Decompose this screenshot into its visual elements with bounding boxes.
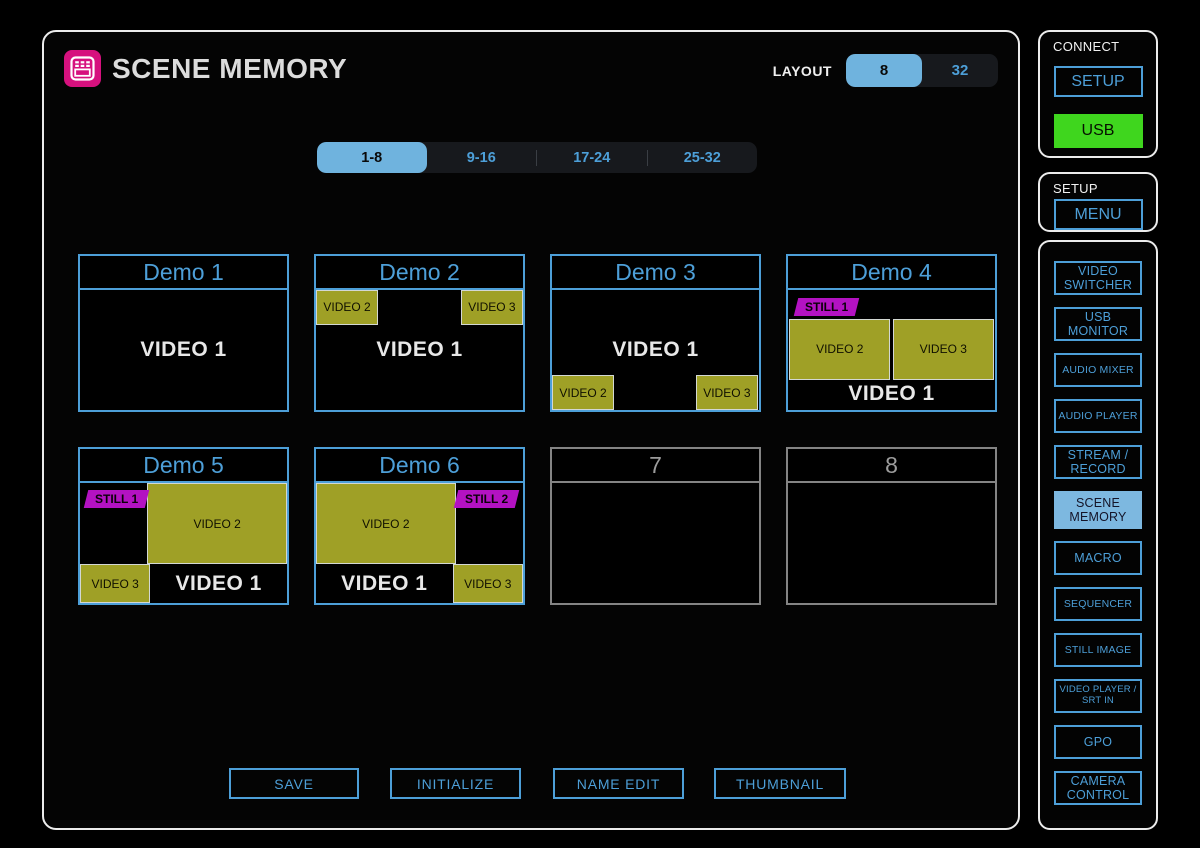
scene-tile-1[interactable]: Demo 1 VIDEO 1 <box>78 254 289 412</box>
setup-group: SETUP MENU <box>1038 172 1158 232</box>
nav-video-player-srt-in[interactable]: VIDEO PLAYER / SRT IN <box>1054 679 1142 713</box>
actions-row: SAVE INITIALIZE NAME EDIT THUMBNAIL <box>44 768 1018 800</box>
nav-camera-control[interactable]: CAMERA CONTROL <box>1054 771 1142 805</box>
nav-group: VIDEO SWITCHER USB MONITOR AUDIO MIXER AUDI… <box>1038 240 1158 830</box>
pip-video-box: VIDEO 2 <box>552 375 615 410</box>
scene-title-7: 7 <box>552 449 759 483</box>
scene-memory-icon <box>64 50 101 87</box>
scene-thumbnail-3: VIDEO 1 VIDEO 2 VIDEO 3 <box>552 290 759 410</box>
nav-gpo[interactable]: GPO <box>1054 725 1142 759</box>
connect-group: CONNECT SETUP USB <box>1038 30 1158 158</box>
setup-group-label: SETUP <box>1053 181 1098 196</box>
nav-macro[interactable]: MACRO <box>1054 541 1142 575</box>
pip-video-box: VIDEO 2 <box>316 483 456 564</box>
nav-audio-player[interactable]: AUDIO PLAYER <box>1054 399 1142 433</box>
nav-scene-memory[interactable]: SCENE MEMORY <box>1054 491 1142 529</box>
scene-tile-2[interactable]: Demo 2 VIDEO 1 VIDEO 2 VIDEO 3 <box>314 254 525 412</box>
nav-video-switcher[interactable]: VIDEO SWITCHER <box>1054 261 1142 295</box>
pip-video-box: VIDEO 3 <box>892 318 994 380</box>
connect-setup-button[interactable]: SETUP <box>1053 66 1143 97</box>
still-badge: STILL 2 <box>453 490 520 509</box>
scene-title-5: Demo 5 <box>80 449 287 483</box>
thumbnail-button[interactable]: THUMBNAIL <box>714 768 846 799</box>
usb-button[interactable]: USB <box>1053 114 1143 148</box>
pip-video-box: VIDEO 3 <box>460 290 523 325</box>
segment-divider <box>646 149 648 166</box>
still-label: STILL 2 <box>464 492 508 507</box>
main-video-label: VIDEO 1 <box>140 338 227 361</box>
scene-thumbnail-7 <box>552 483 759 603</box>
nav-stream-record[interactable]: STREAM / RECORD <box>1054 445 1142 479</box>
pip-video-box: VIDEO 2 <box>316 290 379 325</box>
scene-title-2: Demo 2 <box>316 256 523 290</box>
nav-sequencer[interactable]: SEQUENCER <box>1054 587 1142 621</box>
layout-option-8[interactable]: 8 <box>846 54 922 87</box>
main-video-label: VIDEO 1 <box>341 571 428 595</box>
scene-tile-7[interactable]: 7 <box>550 447 761 605</box>
main-video-label: VIDEO 1 <box>175 571 262 595</box>
initialize-button[interactable]: INITIALIZE <box>390 768 521 799</box>
scene-title-4: Demo 4 <box>788 256 995 290</box>
scene-thumbnail-2: VIDEO 1 VIDEO 2 VIDEO 3 <box>316 290 523 410</box>
scene-title-1: Demo 1 <box>80 256 287 290</box>
save-button[interactable]: SAVE <box>229 768 359 799</box>
scene-page-tabs: 1-8 9-16 17-24 25-32 <box>317 142 757 173</box>
pip-video-box: VIDEO 3 <box>452 564 523 603</box>
scene-tile-3[interactable]: Demo 3 VIDEO 1 VIDEO 2 VIDEO 3 <box>550 254 761 412</box>
scene-thumbnail-1: VIDEO 1 <box>80 290 287 410</box>
still-badge: STILL 1 <box>794 298 860 317</box>
menu-button[interactable]: MENU <box>1053 199 1143 230</box>
page-title: SCENE MEMORY <box>112 53 348 84</box>
tab-17-24[interactable]: 17-24 <box>573 149 611 166</box>
pip-video-box: VIDEO 3 <box>80 564 151 603</box>
tab-25-32[interactable]: 25-32 <box>683 149 721 166</box>
layout-toggle: 8 32 <box>846 54 998 87</box>
layout-control: LAYOUT 8 32 <box>773 54 998 87</box>
layout-label: LAYOUT <box>772 62 832 79</box>
nav-audio-mixer[interactable]: AUDIO MIXER <box>1054 353 1142 387</box>
main-video-label: VIDEO 1 <box>376 338 463 361</box>
main-video-label: VIDEO 1 <box>612 338 699 361</box>
name-edit-button[interactable]: NAME EDIT <box>553 768 684 799</box>
tab-9-16[interactable]: 9-16 <box>466 149 496 166</box>
tab-1-8[interactable]: 1-8 <box>317 142 427 173</box>
scene-title-8: 8 <box>788 449 995 483</box>
pip-video-box: VIDEO 3 <box>695 375 758 410</box>
nav-usb-monitor[interactable]: USB MONITOR <box>1054 307 1142 341</box>
connect-group-label: CONNECT <box>1053 39 1120 54</box>
still-label: STILL 1 <box>95 492 139 507</box>
segment-divider <box>536 149 537 166</box>
pip-video-box: VIDEO 2 <box>147 483 287 564</box>
still-label: STILL 1 <box>805 300 849 315</box>
layout-option-32[interactable]: 32 <box>951 62 969 79</box>
scene-title-6: Demo 6 <box>316 449 523 483</box>
still-badge: STILL 1 <box>83 490 150 509</box>
scene-tile-8[interactable]: 8 <box>786 447 997 605</box>
scene-memory-panel: SCENE MEMORY LAYOUT 8 32 1-8 9-16 17-24 25-3… <box>42 30 1020 830</box>
pip-video-box: VIDEO 2 <box>789 318 891 380</box>
nav-still-image[interactable]: STILL IMAGE <box>1054 633 1142 667</box>
main-video-label: VIDEO 1 <box>848 382 935 406</box>
scene-title-3: Demo 3 <box>552 256 759 290</box>
scene-thumbnail-8 <box>788 483 995 603</box>
